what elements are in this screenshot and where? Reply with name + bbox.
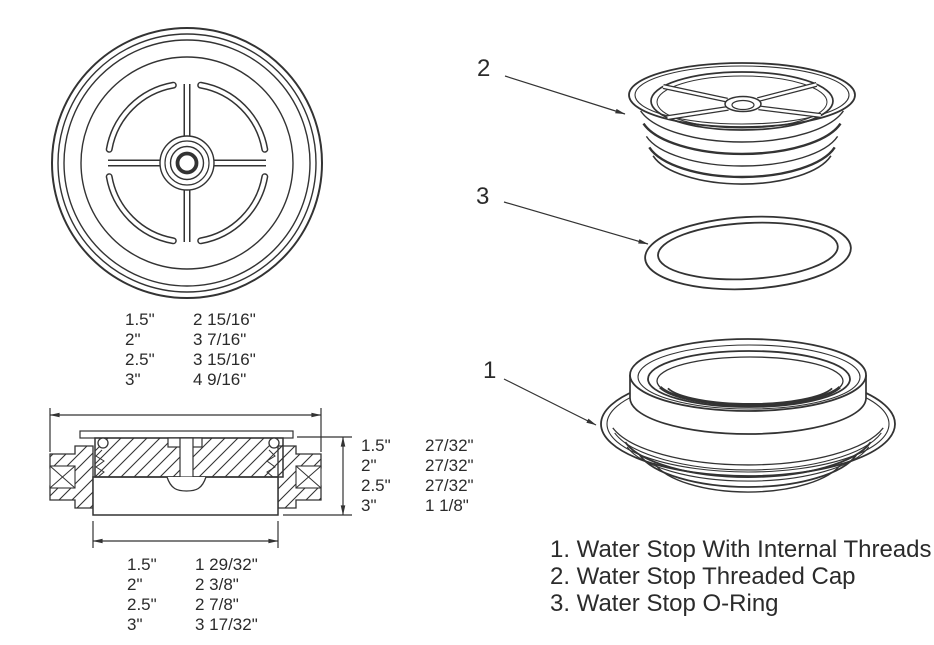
oring-section-left: [97, 437, 109, 449]
size-label: 3": [361, 496, 377, 515]
part-threaded-cap: [628, 62, 856, 185]
size-label: 2": [127, 575, 143, 594]
height-table: 1.5" 27/32" 2" 27/32" 2.5" 27/32" 3" 1 1…: [361, 436, 474, 516]
dim-value: 2 15/16": [193, 310, 256, 329]
size-label: 1.5": [125, 310, 155, 329]
parts-legend: 1. Water Stop With Internal Threads 2. W…: [550, 536, 932, 617]
leader-cap: [504, 75, 626, 115]
cap-diameter-table: 1.5" 2 15/16" 2" 3 7/16" 2.5" 3 15/16" 3…: [125, 310, 256, 390]
part-o-ring: [644, 215, 852, 291]
base-diameter-table: 1.5" 1 29/32" 2" 2 3/8" 2.5" 2 7/8" 3" 3…: [127, 555, 258, 635]
size-label: 1.5": [361, 436, 391, 455]
dim-value: 1 1/8": [425, 496, 469, 515]
size-label: 2": [125, 330, 141, 349]
oring-section-right: [268, 437, 280, 449]
leader-body: [503, 378, 597, 426]
thread-left: [95, 449, 105, 478]
cross-section-drawing: [49, 430, 322, 516]
dim-value: 3 15/16": [193, 350, 256, 369]
legend-item-threaded-cap: 2. Water Stop Threaded Cap: [550, 563, 856, 590]
callout-o-ring: 3: [476, 183, 490, 210]
dim-value: 4 9/16": [193, 370, 247, 389]
callout-leaders: [503, 75, 649, 426]
part-body: [600, 338, 896, 493]
dim-value: 3 7/16": [193, 330, 247, 349]
dim-value: 3 17/32": [195, 615, 258, 634]
size-label: 3": [125, 370, 141, 389]
legend-item-o-ring: 3. Water Stop O-Ring: [550, 590, 779, 617]
dimension-lines: [49, 408, 352, 548]
thread-right: [266, 449, 276, 478]
top-view-drawing: [51, 27, 323, 299]
size-label: 2.5": [125, 350, 155, 369]
size-label: 2.5": [127, 595, 157, 614]
callout-threaded-cap: 2: [477, 55, 491, 82]
hub: [159, 135, 215, 191]
spoke-arcs-core: [106, 82, 268, 244]
dim-value: 2 7/8": [195, 595, 239, 614]
size-label: 3": [127, 615, 143, 634]
dim-value: 27/32": [425, 436, 474, 455]
dim-value: 2 3/8": [195, 575, 239, 594]
size-label: 1.5": [127, 555, 157, 574]
dim-value: 27/32": [425, 456, 474, 475]
leader-oring: [503, 201, 649, 245]
size-label: 2.5": [361, 476, 391, 495]
dim-value: 27/32": [425, 476, 474, 495]
cap-spokes-core: [662, 83, 821, 119]
callout-body: 1: [483, 357, 497, 384]
dim-value: 1 29/32": [195, 555, 258, 574]
size-label: 2": [361, 456, 377, 475]
legend-item-body: 1. Water Stop With Internal Threads: [550, 536, 932, 563]
